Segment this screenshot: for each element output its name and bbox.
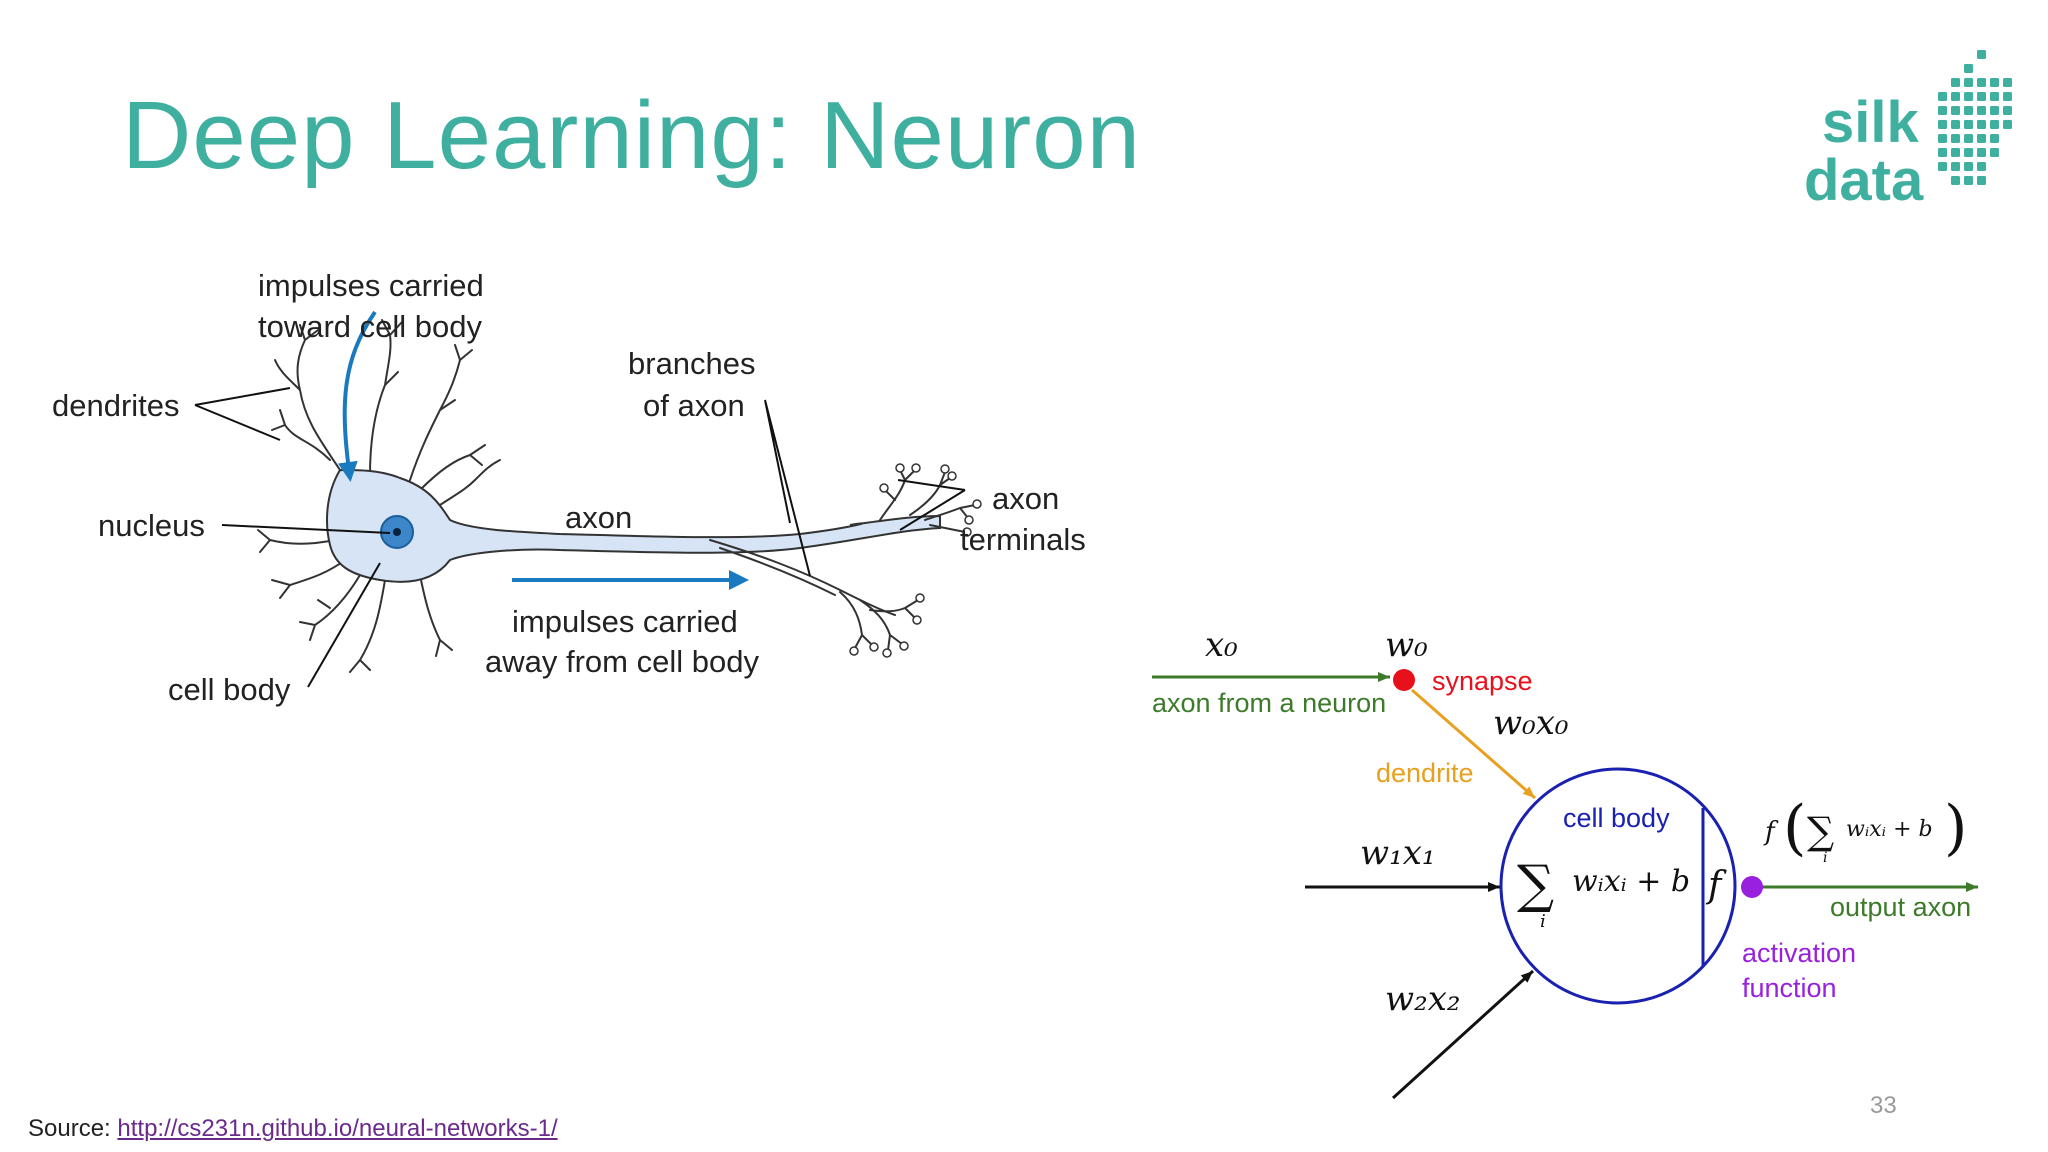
output-sigma-index: i	[1823, 850, 1827, 866]
label-axon: axon	[565, 500, 632, 535]
output-f: f	[1763, 817, 1779, 847]
logo-dot	[1938, 134, 1947, 143]
logo-dot	[1990, 78, 1999, 87]
impulse-toward-arrow	[337, 310, 377, 482]
neuron-axon-branches	[709, 469, 976, 651]
label-dendrites: dendrites	[52, 388, 180, 423]
label-activation-1: activation	[1742, 938, 1856, 968]
logo-dot	[1964, 106, 1973, 115]
mathematical-neuron: x₀ w₀ synapse axon from a neuron w₀x₀ de…	[1152, 625, 1978, 1100]
logo-dot	[2003, 106, 2012, 115]
label-dendrite: dendrite	[1376, 758, 1474, 788]
logo-text-silk: silk	[1822, 90, 1919, 155]
output-sigma: ∑	[1807, 809, 1834, 853]
label-impulses-toward-2: toward cell body	[258, 309, 483, 344]
label-axon-terminals-2: terminals	[960, 522, 1086, 557]
logo-dot	[1951, 120, 1960, 129]
sigma-index: i	[1540, 911, 1546, 932]
label-cell-body: cell body	[168, 672, 291, 707]
biological-neuron: impulses carried toward cell body dendri…	[52, 268, 1086, 707]
label-synapse: synapse	[1432, 666, 1533, 696]
logo-dot	[1964, 148, 1973, 157]
logo-dot-grid-icon	[1938, 50, 2012, 185]
logo-text-data: data	[1804, 148, 1924, 213]
logo-dot	[2003, 92, 2012, 101]
source-prefix: Source:	[28, 1115, 118, 1142]
activation-dot	[1741, 876, 1763, 898]
logo-dot	[1964, 162, 1973, 171]
slide-title: Deep Learning: Neuron	[122, 82, 1142, 189]
logo-dot	[1977, 106, 1986, 115]
label-output-expr: wᵢxᵢ + b	[1846, 817, 1933, 842]
label-branches-1: branches	[628, 346, 756, 381]
logo-dot	[1938, 106, 1947, 115]
logo-dot	[1951, 134, 1960, 143]
label-impulses-away-2: away from cell body	[485, 644, 759, 679]
logo-dot	[1938, 162, 1947, 171]
label-sum-expr: wᵢxᵢ + b	[1572, 864, 1690, 899]
label-w2x2: w₂x₂	[1385, 979, 1461, 1019]
logo-dot	[1951, 162, 1960, 171]
logo-dot	[1938, 92, 1947, 101]
logo-dot	[1977, 120, 1986, 129]
logo-dot	[1964, 92, 1973, 101]
logo-dot	[1990, 120, 1999, 129]
neuron-dendrites	[257, 319, 501, 673]
logo-dot	[1977, 134, 1986, 143]
logo-dot	[1977, 162, 1986, 171]
label-w1x1: w₁x₁	[1360, 833, 1436, 873]
label-activation-2: function	[1742, 973, 1837, 1003]
sigma-symbol: ∑	[1517, 855, 1554, 915]
source-link[interactable]: http://cs231n.github.io/neural-networks-…	[117, 1115, 558, 1142]
logo-dot	[1964, 78, 1973, 87]
logo-dot	[1951, 106, 1960, 115]
logo-dot	[1964, 64, 1973, 73]
logo-dot	[1977, 78, 1986, 87]
neuron-cell-body-shape	[326, 468, 941, 583]
label-x0: x₀	[1205, 625, 1238, 665]
logo-dot	[1964, 134, 1973, 143]
logo-dot	[1977, 92, 1986, 101]
logo-dot	[1977, 176, 1986, 185]
bio-pointer-lines	[194, 387, 966, 688]
label-axon-terminals-1: axon	[992, 481, 1059, 516]
label-w0x0: w₀x₀	[1493, 703, 1569, 743]
terminal-knobs	[849, 463, 982, 658]
label-w0: w₀	[1385, 625, 1428, 665]
label-nucleus: nucleus	[98, 508, 205, 543]
logo-dot	[1951, 78, 1960, 87]
output-paren-left: (	[1783, 793, 1806, 863]
dendrite-line	[1411, 688, 1536, 800]
source-footer: Source: http://cs231n.github.io/neural-n…	[28, 1115, 558, 1143]
label-branches-2: of axon	[643, 388, 745, 423]
logo-dot	[1951, 176, 1960, 185]
nucleus-inner	[393, 528, 401, 536]
logo-dot	[2003, 78, 2012, 87]
logo-dot	[1964, 120, 1973, 129]
logo-dot	[1990, 92, 1999, 101]
logo-dot	[2003, 120, 2012, 129]
label-cell-body-math: cell body	[1563, 803, 1670, 833]
logo-dot	[1977, 148, 1986, 157]
label-axon-from-neuron: axon from a neuron	[1152, 688, 1386, 718]
logo-dot	[1964, 176, 1973, 185]
label-impulses-away-1: impulses carried	[512, 604, 738, 639]
logo-dot	[1951, 148, 1960, 157]
cell-body-circle	[1499, 767, 1737, 1005]
label-impulses-toward-1: impulses carried	[258, 268, 484, 303]
synapse-dot	[1393, 669, 1415, 691]
page-number: 33	[1870, 1092, 1897, 1119]
logo-dot	[1938, 148, 1947, 157]
logo-dot	[1990, 134, 1999, 143]
logo-dot	[1990, 106, 1999, 115]
logo-dot	[1951, 92, 1960, 101]
output-paren-right: )	[1944, 793, 1967, 863]
silk-data-logo: silk data	[1804, 50, 2012, 213]
logo-dot	[1990, 148, 1999, 157]
label-output-axon: output axon	[1830, 892, 1971, 922]
input-w2x2-line	[1391, 969, 1535, 1100]
logo-dot	[1977, 50, 1986, 59]
logo-dot	[1938, 120, 1947, 129]
